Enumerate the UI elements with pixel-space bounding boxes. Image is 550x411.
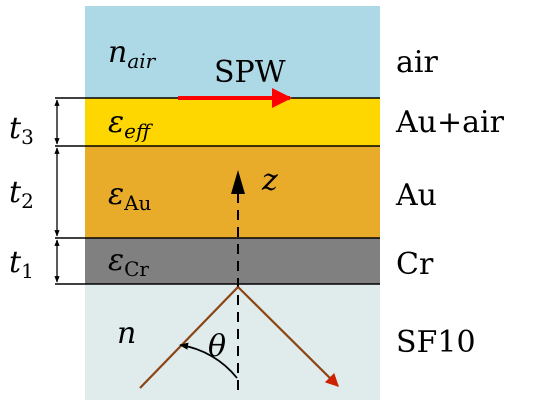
t1-label: t1	[9, 245, 34, 283]
epsilon-cr-label: εCr	[108, 243, 149, 281]
incident-ray	[139, 286, 239, 389]
n-prism-label: n	[117, 316, 136, 351]
material-au-air-label: Au+air	[395, 105, 505, 140]
theta-label: θ	[208, 329, 226, 364]
epsilon-eff-label: εeff	[108, 105, 154, 143]
material-air-label: air	[396, 45, 438, 80]
reflected-ray	[237, 286, 339, 387]
material-au-label: Au	[395, 178, 437, 213]
material-cr-label: Cr	[396, 247, 434, 282]
cr-layer	[85, 238, 380, 284]
z-axis-label: z	[261, 163, 278, 198]
theta-angle-arc	[179, 342, 238, 379]
spw-label: SPW	[214, 55, 286, 90]
t2-label: t2	[9, 175, 34, 213]
t3-label: t3	[9, 111, 34, 149]
material-sf10-label: SF10	[396, 325, 476, 360]
n-air-label: nair	[108, 35, 157, 73]
epsilon-au-label: εAu	[108, 177, 152, 215]
z-axis-arrowhead	[231, 170, 245, 194]
au-air-layer	[85, 98, 380, 146]
air-layer	[85, 6, 380, 98]
